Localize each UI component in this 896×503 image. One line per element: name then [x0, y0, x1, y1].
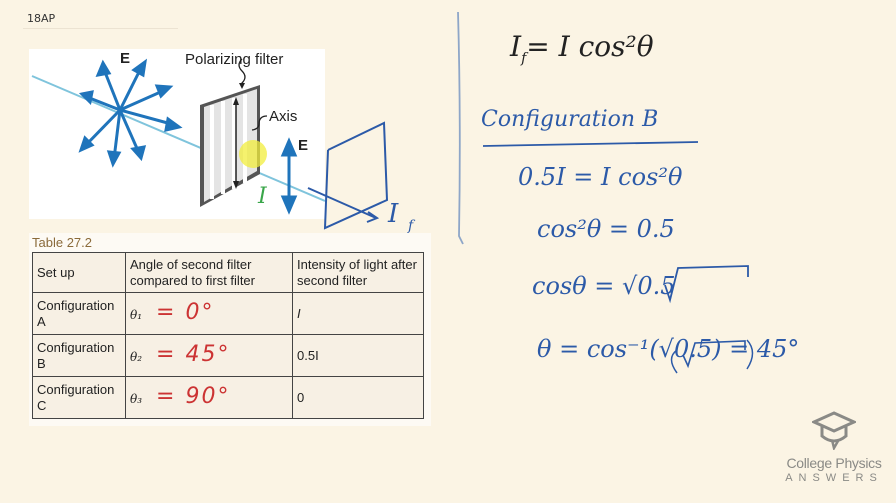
- cell-angle: θ₁= 0°: [125, 292, 293, 335]
- equation-line-2: cos²θ = 0.5: [537, 215, 675, 243]
- logo-title: College Physics: [786, 455, 882, 471]
- polarizer-table: Set up Angle of second filter compared t…: [32, 252, 424, 419]
- equation-line-3: cosθ = √0.5: [532, 272, 676, 300]
- table-header-row: Set up Angle of second filter compared t…: [32, 252, 424, 293]
- unpolarized-e-field-icon: [78, 58, 183, 168]
- header-angle: Angle of second filter compared to first…: [125, 252, 293, 293]
- polarizer-figure: E Polarizing filter Axis E: [29, 49, 325, 219]
- logo-subtitle: ANSWERS: [785, 472, 883, 484]
- polarizer-diagram: [31, 58, 325, 215]
- polarizing-filter-icon: [200, 58, 268, 207]
- vertical-divider: [457, 11, 464, 245]
- e-field-label: E: [120, 50, 131, 67]
- axis-label: Axis: [269, 108, 298, 125]
- polarized-e-field-icon: [280, 137, 298, 215]
- cell-setup: Configuration C: [32, 376, 126, 419]
- cursor-highlight-icon: [239, 140, 267, 168]
- cell-setup: Configuration B: [32, 334, 126, 377]
- polarizing-filter-label: Polarizing filter: [185, 51, 284, 68]
- table-caption: Table 27.2: [32, 235, 92, 250]
- table-row: Configuration B θ₂= 45° 0.5I: [32, 334, 424, 377]
- equation-line-4: θ = cos⁻¹(√0.5) = 45°: [537, 335, 800, 363]
- table-row: Configuration A θ₁= 0° I: [32, 292, 424, 335]
- table-27-2: Table 27.2 Set up Angle of second filter…: [29, 233, 431, 426]
- problem-id-label: 18AP: [27, 12, 56, 25]
- cell-setup: Configuration A: [32, 292, 126, 335]
- cell-angle: θ₂= 45°: [125, 334, 293, 377]
- header-divider: [23, 28, 178, 29]
- cell-angle: θ₃= 90°: [125, 376, 293, 419]
- graduation-cap-icon: [810, 411, 858, 452]
- svg-text:f: f: [407, 218, 416, 234]
- formula-line: If= I cos²θ: [510, 30, 654, 67]
- cell-intensity: I: [292, 292, 424, 335]
- table-row: Configuration C θ₃= 90° 0: [32, 376, 424, 419]
- section-title: Configuration B: [481, 107, 659, 132]
- equation-line-1: 0.5I = I cos²θ: [518, 163, 683, 191]
- cell-intensity: 0: [292, 376, 424, 419]
- handwritten-If: I: [387, 199, 399, 229]
- cell-intensity: 0.5I: [292, 334, 424, 377]
- transmitted-e-label: E: [298, 137, 309, 154]
- header-setup: Set up: [32, 252, 126, 293]
- college-physics-answers-logo: College Physics ANSWERS: [784, 410, 884, 484]
- header-intensity: Intensity of light after second filter: [292, 252, 424, 293]
